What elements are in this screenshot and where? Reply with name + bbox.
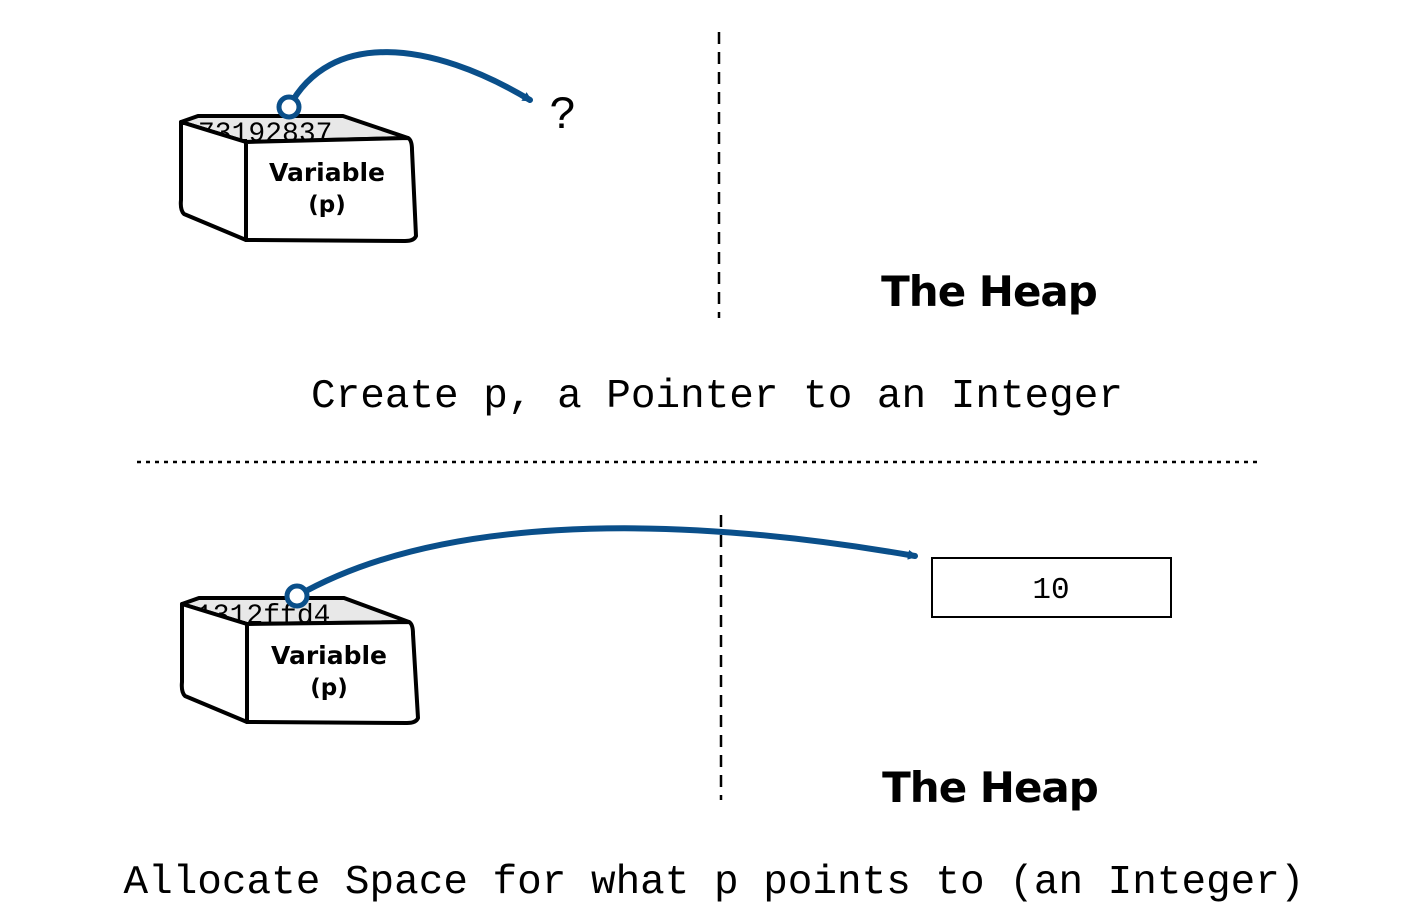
bottom-caption: Allocate Space for what p points to (an …: [124, 860, 1305, 906]
top-box-sublabel: (p): [308, 192, 346, 218]
variable-box-icon: 1312ffd4 Variable (p): [179, 596, 420, 725]
top-box-label: Variable: [269, 158, 385, 187]
bottom-panel: 1312ffd4 Variable (p) 10 The Heap Alloca…: [124, 515, 1305, 906]
bottom-box-label: Variable: [271, 641, 387, 670]
top-heap-label: The Heap: [881, 267, 1097, 316]
heap-integer-cell: 10: [931, 557, 1172, 618]
bottom-heap-label: The Heap: [882, 763, 1098, 812]
variable-box-icon: 73192837 Variable (p): [178, 114, 418, 243]
pointer-arrow-icon: [284, 525, 918, 609]
top-caption: Create p, a Pointer to an Integer: [311, 374, 1123, 420]
top-panel: 73192837 Variable (p) ? The Heap Create …: [178, 32, 1123, 420]
pointer-arrow-icon: [276, 49, 533, 120]
heap-integer-value: 10: [1032, 573, 1069, 608]
pointer-origin-dot: [276, 94, 302, 120]
pointer-origin-dot: [284, 583, 310, 609]
bottom-box-sublabel: (p): [310, 675, 348, 701]
unknown-target: ?: [549, 90, 577, 142]
